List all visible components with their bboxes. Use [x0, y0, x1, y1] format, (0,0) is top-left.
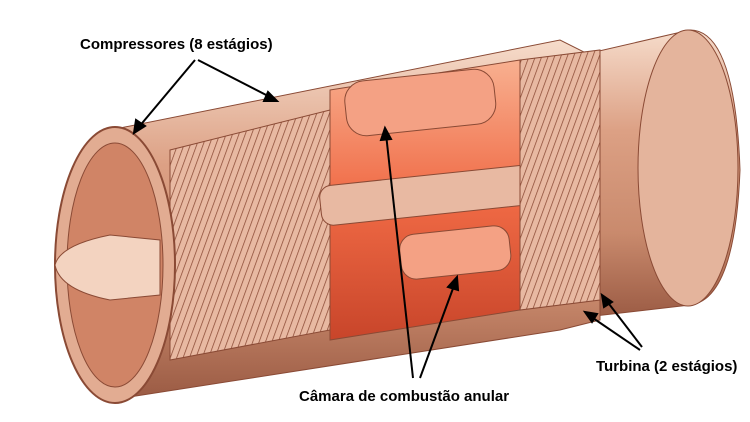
combustion-chamber	[319, 59, 541, 341]
compressors-label: Compressores (8 estágios)	[80, 36, 273, 53]
turbine-section	[519, 49, 601, 311]
combustion-chamber-label: Câmara de combustão anular	[299, 388, 510, 405]
exhaust-nozzle	[559, 29, 741, 321]
turbine-label: Turbina (2 estágios)	[596, 358, 738, 375]
annotation-arrows	[132, 59, 643, 379]
intake-front	[54, 126, 176, 404]
compressor-section	[169, 109, 331, 361]
